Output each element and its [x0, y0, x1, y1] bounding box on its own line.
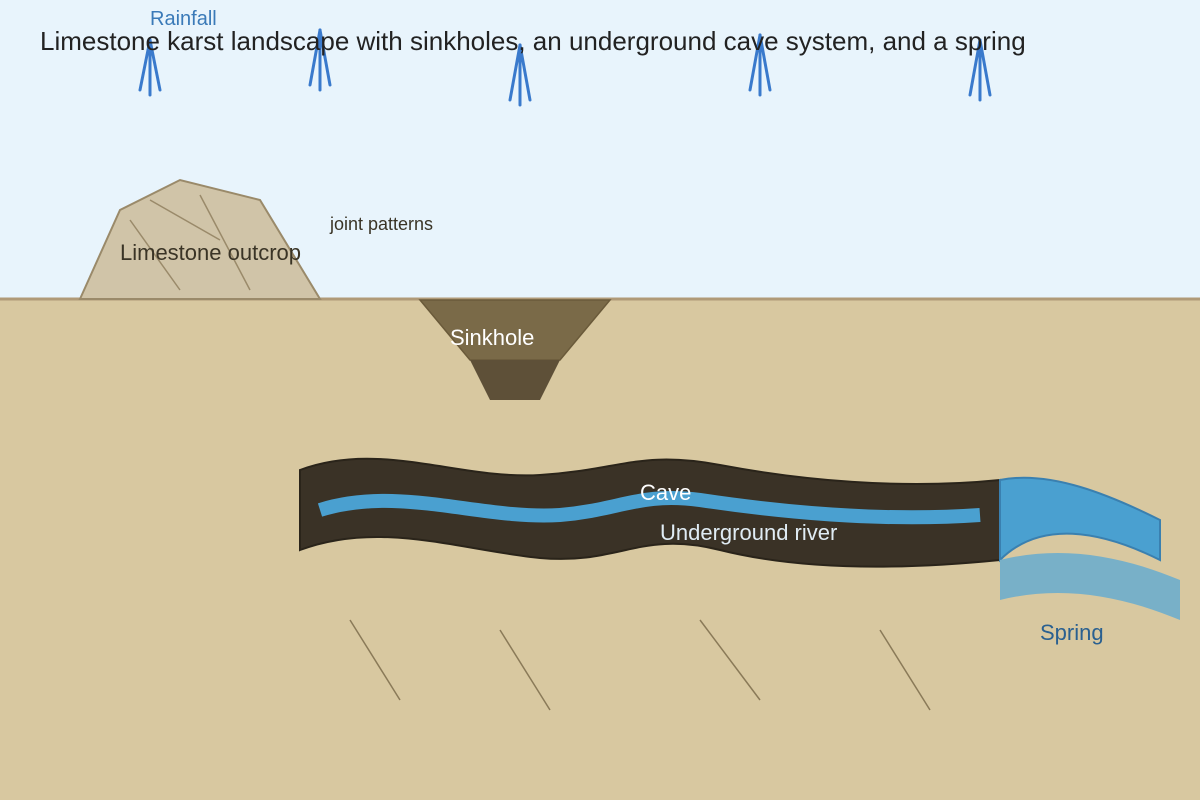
outcrop-shape: [78, 178, 322, 300]
spring: [999, 476, 1180, 620]
bedrock-joint: [349, 619, 401, 701]
limestone-outcrop-label: Limestone outcrop: [120, 240, 301, 265]
bedrock-joints: [349, 619, 931, 711]
diagram-title: Limestone karst landscape with sinkholes…: [40, 26, 1026, 56]
bedrock-joint: [879, 629, 931, 711]
spring-outflow: [1000, 552, 1180, 620]
rain-drop-icon: [138, 38, 162, 97]
joint-patterns-label: joint patterns: [329, 214, 433, 234]
sinkhole-label: Sinkhole: [450, 325, 534, 350]
rain-drop-icon: [748, 33, 772, 97]
cave-label: Cave: [640, 480, 691, 505]
bedrock-joint: [499, 629, 551, 711]
limestone-outcrop: [78, 178, 322, 300]
rain-drop-icon: [968, 38, 992, 102]
sinkhole: [418, 299, 612, 400]
underground-river: [317, 491, 981, 525]
rainfall-label: Rainfall: [150, 8, 217, 30]
spring-mouth: [999, 476, 1161, 563]
outcrop-joint-1: [149, 199, 221, 241]
rain-drop-icon: [508, 43, 532, 107]
underground-river-label: Underground river: [660, 520, 837, 545]
sinkhole-lower: [470, 360, 560, 400]
outcrop-joint-2: [199, 194, 251, 291]
rain-drop-icon: [308, 28, 332, 92]
rainfall-drops: [138, 28, 992, 107]
outcrop-joint-3: [129, 219, 181, 291]
bedrock-joint: [699, 619, 761, 701]
spring-label: Spring: [1040, 620, 1104, 645]
